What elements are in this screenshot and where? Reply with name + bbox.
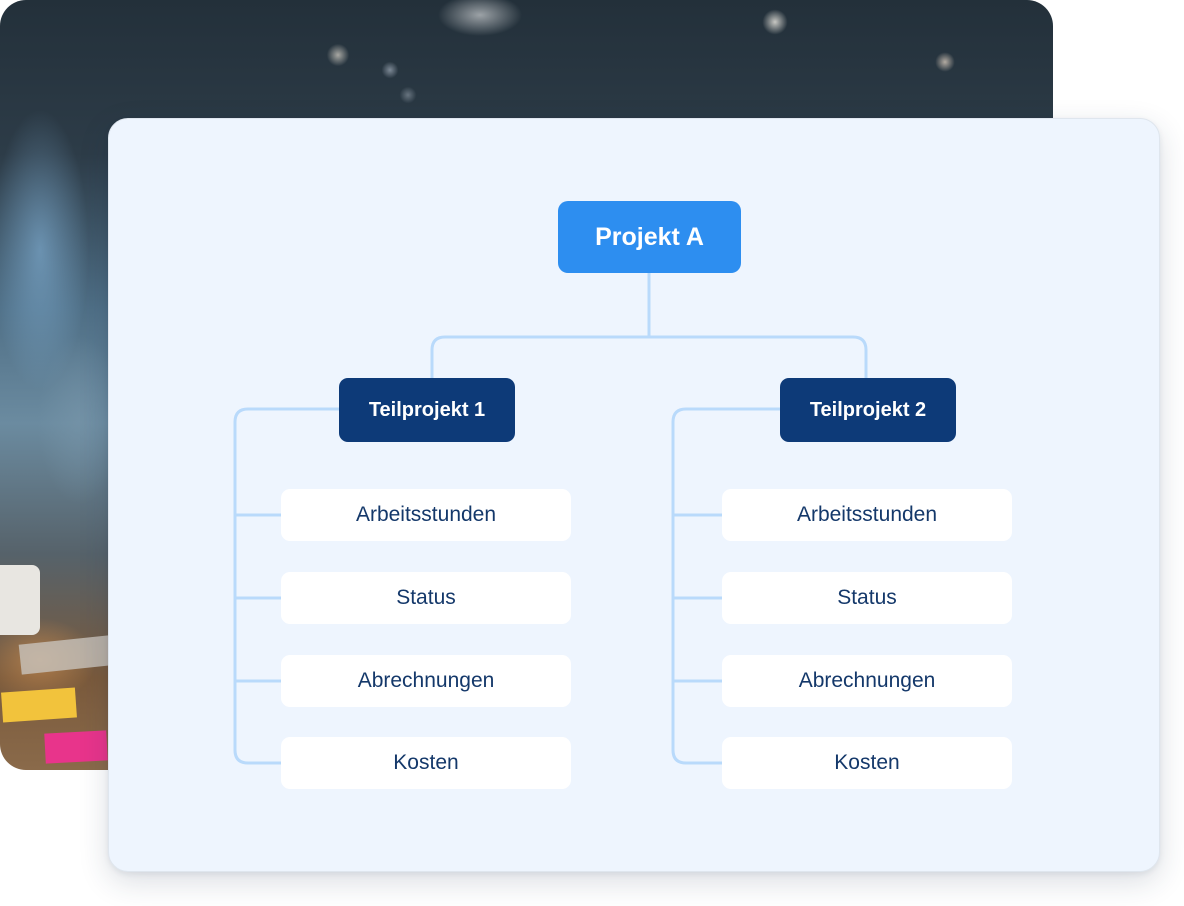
leaf-node: Kosten: [281, 737, 571, 789]
root-node-label: Projekt A: [595, 223, 704, 252]
subproject-node-1: Teilprojekt 1: [339, 378, 515, 442]
subproject-node-label: Teilprojekt 2: [810, 399, 926, 422]
coffee-mug: [0, 565, 40, 635]
leaf-node-label: Arbeitsstunden: [797, 503, 937, 527]
sticky-note-pink: [44, 730, 107, 763]
leaf-node-label: Status: [396, 586, 456, 610]
root-node: Projekt A: [558, 201, 741, 273]
leaf-node: Abrechnungen: [281, 655, 571, 707]
subproject-node-2: Teilprojekt 2: [780, 378, 956, 442]
sticky-note-yellow: [1, 687, 77, 722]
leaf-node-label: Kosten: [393, 751, 458, 775]
leaf-node-label: Arbeitsstunden: [356, 503, 496, 527]
leaf-node: Status: [722, 572, 1012, 624]
paper-sheet: [19, 635, 112, 674]
subproject-node-label: Teilprojekt 1: [369, 399, 485, 422]
leaf-node-label: Abrechnungen: [799, 669, 936, 693]
leaf-node: Status: [281, 572, 571, 624]
leaf-node: Kosten: [722, 737, 1012, 789]
leaf-node: Abrechnungen: [722, 655, 1012, 707]
leaf-node-label: Status: [837, 586, 897, 610]
leaf-node: Arbeitsstunden: [281, 489, 571, 541]
leaf-node-label: Abrechnungen: [358, 669, 495, 693]
leaf-node: Arbeitsstunden: [722, 489, 1012, 541]
leaf-node-label: Kosten: [834, 751, 899, 775]
